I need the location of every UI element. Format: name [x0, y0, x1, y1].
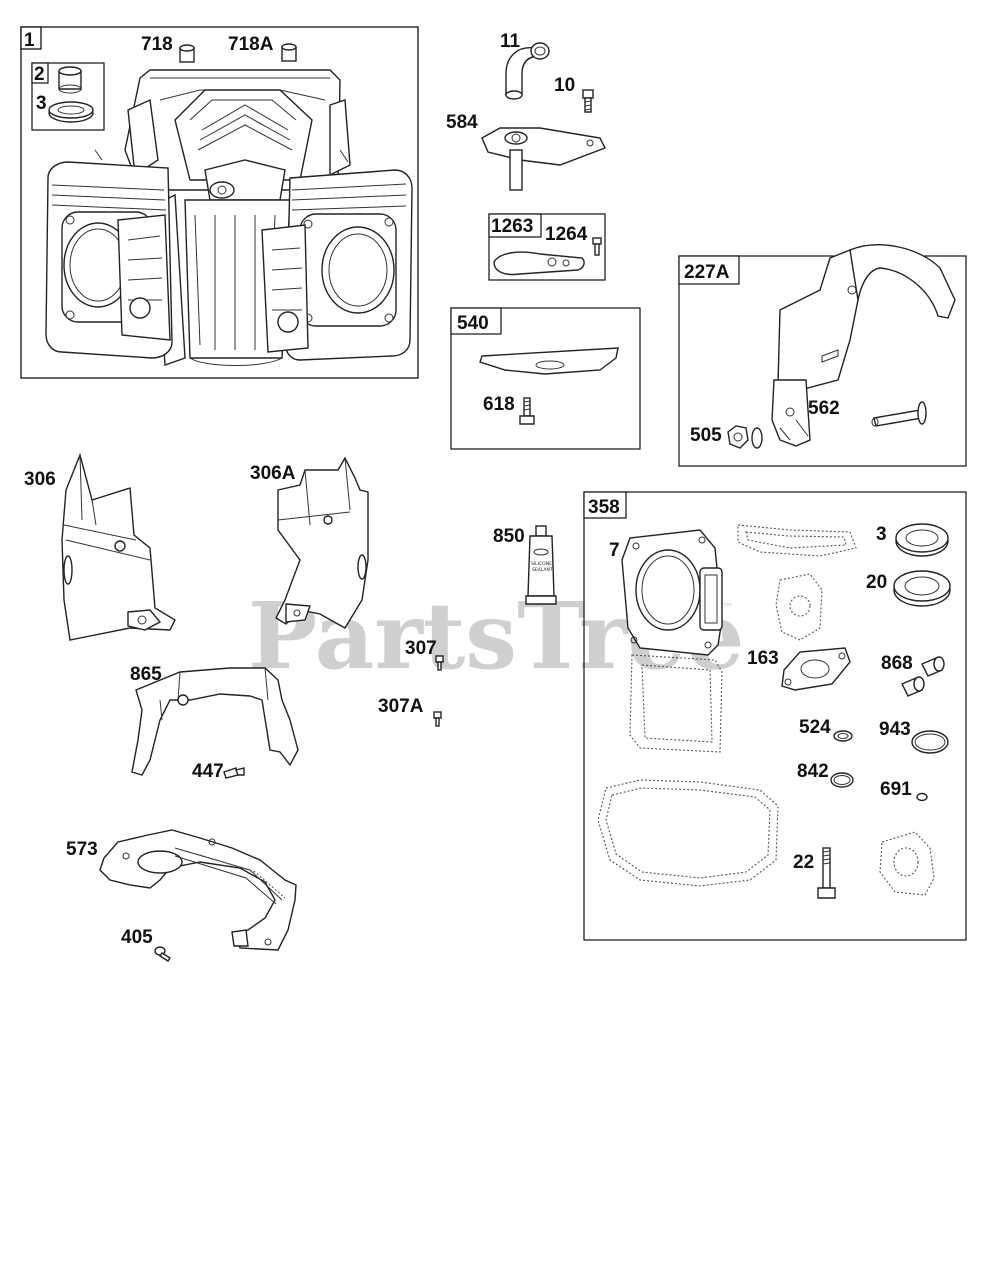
part-label-307[interactable]: 307: [405, 638, 437, 659]
group-label-358[interactable]: 358: [588, 497, 620, 518]
part-label-10[interactable]: 10: [554, 75, 575, 96]
part-label-11[interactable]: 11: [500, 31, 521, 52]
seal-part-3[interactable]: [48, 101, 94, 123]
part-label-868[interactable]: 868: [881, 653, 913, 674]
screw-part-447[interactable]: [223, 767, 245, 779]
part-label-562[interactable]: 562: [808, 398, 840, 419]
cylinder-block-part-1[interactable]: [45, 69, 413, 366]
part-label-307a[interactable]: 307A: [378, 696, 424, 717]
valve-cover-gasket-part[interactable]: [629, 654, 723, 753]
screw-part-405[interactable]: [154, 946, 171, 962]
part-label-524[interactable]: 524: [799, 717, 831, 738]
manifold-gasket-part[interactable]: [775, 573, 823, 641]
flywheel-shroud-part-573[interactable]: [99, 829, 297, 951]
group-tag-227a: [678, 255, 740, 285]
watermark-trademark: ™: [722, 601, 734, 615]
tube-text-line-2: SEALANT: [532, 567, 553, 573]
group-label-540[interactable]: 540: [457, 313, 489, 334]
group-label-227a[interactable]: 227A: [684, 262, 730, 283]
tube-text-line-1: SILICONE: [531, 561, 552, 567]
group-box-540: [450, 307, 641, 450]
seal-part-3-kit[interactable]: [895, 523, 949, 557]
sealant-tube-part-850[interactable]: SILICONE SEALANT: [525, 525, 557, 605]
intake-gasket-part[interactable]: [737, 524, 857, 557]
part-label-405[interactable]: 405: [121, 927, 153, 948]
group-label-1[interactable]: 1: [24, 30, 35, 51]
gasket-plate-part-540[interactable]: [479, 347, 619, 375]
group-box-1263: [488, 213, 606, 281]
part-label-718a[interactable]: 718A: [228, 34, 274, 55]
gasket-part-163[interactable]: [781, 647, 851, 691]
part-label-7[interactable]: 7: [609, 540, 620, 561]
breather-plate-part-584[interactable]: [481, 127, 606, 191]
seal-part-868[interactable]: [901, 656, 945, 697]
breather-tube-part-11[interactable]: [505, 42, 550, 100]
o-ring-part-842[interactable]: [830, 772, 854, 788]
crankcase-gasket-part[interactable]: [597, 779, 779, 887]
group-tag-2: [31, 62, 49, 84]
group-label-1263[interactable]: 1263: [491, 216, 533, 237]
screw-part-307a[interactable]: [433, 711, 442, 727]
pin-part-562[interactable]: [871, 401, 927, 427]
screw-part-1264[interactable]: [592, 237, 602, 256]
head-gasket-part-7[interactable]: [621, 529, 723, 656]
part-label-691[interactable]: 691: [880, 779, 912, 800]
bushing-part-2[interactable]: [58, 66, 82, 94]
group-tag-540: [450, 307, 502, 335]
dowel-pin-718[interactable]: [179, 44, 195, 63]
part-label-505[interactable]: 505: [690, 425, 722, 446]
part-label-842[interactable]: 842: [797, 761, 829, 782]
part-label-306a[interactable]: 306A: [250, 463, 296, 484]
part-label-22[interactable]: 22: [793, 852, 814, 873]
exhaust-gasket-part[interactable]: [879, 831, 935, 896]
part-label-3[interactable]: 3: [36, 93, 47, 114]
governor-bracket-part-227a[interactable]: [771, 244, 956, 447]
part-label-20[interactable]: 20: [866, 572, 887, 593]
screw-part-618[interactable]: [519, 397, 535, 425]
o-ring-part-524[interactable]: [833, 730, 853, 742]
part-label-573[interactable]: 573: [66, 839, 98, 860]
part-label-618[interactable]: 618: [483, 394, 515, 415]
part-label-1264[interactable]: 1264: [545, 224, 588, 245]
part-label-718[interactable]: 718: [141, 34, 173, 55]
group-tag-1263: [488, 213, 542, 238]
screw-part-307[interactable]: [435, 655, 444, 671]
air-shroud-part-306a[interactable]: [275, 456, 369, 629]
bolt-part-22[interactable]: [817, 847, 836, 899]
part-label-306[interactable]: 306: [24, 469, 56, 490]
part-label-163[interactable]: 163: [747, 648, 779, 669]
group-tag-358: [583, 491, 627, 519]
part-label-584[interactable]: 584: [446, 112, 478, 133]
part-label-865[interactable]: 865: [130, 664, 162, 685]
group-label-2[interactable]: 2: [34, 64, 45, 85]
group-box-358: [583, 491, 967, 941]
reed-valve-part-1263[interactable]: [493, 251, 585, 276]
seal-part-20[interactable]: [893, 570, 951, 607]
o-ring-part-943[interactable]: [911, 730, 949, 754]
part-label-3-seal[interactable]: 3: [876, 524, 887, 545]
part-label-447[interactable]: 447: [192, 761, 224, 782]
group-box-1: [20, 26, 419, 379]
base-shroud-part-865[interactable]: [131, 667, 299, 776]
group-tag-1: [20, 26, 42, 50]
o-ring-part-691[interactable]: [916, 792, 928, 802]
part-label-850[interactable]: 850: [493, 526, 525, 547]
part-label-943[interactable]: 943: [879, 719, 911, 740]
group-box-227a: [678, 255, 967, 467]
screw-part-10[interactable]: [582, 89, 594, 113]
sub-box-2-3: [31, 62, 105, 131]
nut-washer-part-505[interactable]: [727, 425, 763, 449]
dowel-pin-718a[interactable]: [281, 43, 297, 62]
air-shroud-part-306[interactable]: [61, 452, 176, 641]
